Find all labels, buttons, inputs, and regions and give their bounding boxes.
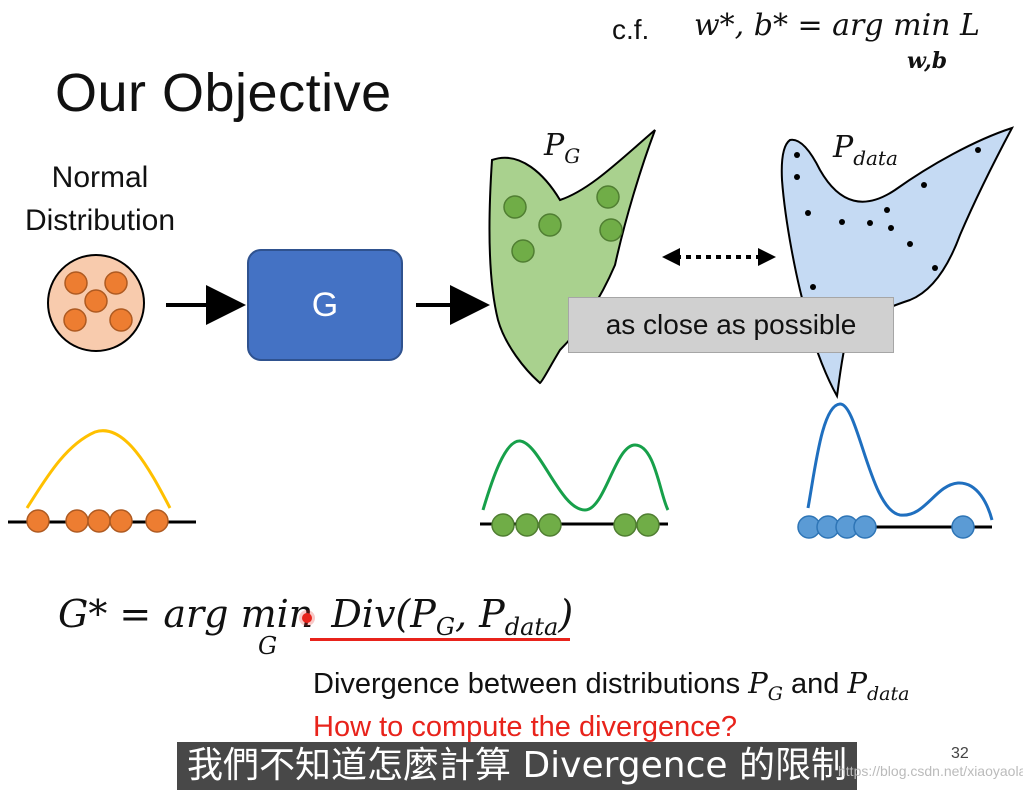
page-number: 32 <box>951 745 969 762</box>
pg-label: PG <box>544 128 580 168</box>
objective-sub2: data <box>504 613 559 641</box>
divergence-description: Divergence between distributions PG and … <box>313 666 909 705</box>
div-pg-sub: G <box>767 683 783 705</box>
divergence-text: Divergence between distributions <box>313 668 749 700</box>
objective-right: Div(P <box>331 592 436 636</box>
objective-mid: , P <box>455 592 505 636</box>
objective-subscript: G <box>258 632 278 660</box>
divergence-question: How to compute the divergence? <box>313 711 737 743</box>
pdata-density-plot <box>797 402 994 539</box>
normal-distribution-label: Normal Distribution <box>10 156 190 242</box>
cf-label: c.f. <box>612 14 650 45</box>
watermark: https://blog.csdn.net/xiaoyaolangwj <box>838 763 1023 779</box>
div-pg-symbol: P <box>748 666 768 700</box>
objective-left: G* = arg min <box>58 592 314 636</box>
normal-label-line1: Normal <box>51 161 149 194</box>
pdata-symbol: P <box>833 130 854 165</box>
slide-title: Our Objective <box>55 63 392 123</box>
div-pdata-symbol: P <box>847 666 867 700</box>
objective-sub1: G <box>435 613 455 641</box>
pdata-subscript: data <box>853 146 898 170</box>
objective-underline <box>310 638 570 641</box>
normal-distribution-circle <box>47 254 145 352</box>
pg-subscript: G <box>564 144 581 168</box>
objective-formula: G* = arg min G Div(PG, Pdata) <box>58 592 574 660</box>
cf-formula: w*, b* = arg min L w,b <box>694 8 980 74</box>
laser-pointer-dot <box>302 613 312 623</box>
div-pdata-sub: data <box>866 683 910 705</box>
video-subtitle: 我們不知道怎麼計算 Divergence 的限制 <box>177 742 857 790</box>
close-label: as close as possible <box>605 309 857 340</box>
normal-label-line2: Distribution <box>24 204 176 237</box>
normal-density-plot <box>8 429 196 533</box>
pg-density-plot <box>480 439 670 537</box>
cf-formula-subscript: w,b <box>907 48 948 74</box>
double-arrow-icon <box>662 248 776 266</box>
divergence-and: and <box>782 668 848 700</box>
pg-symbol: P <box>544 128 565 163</box>
cf-formula-text: w*, b* = arg min L <box>694 8 980 43</box>
objective-end: ) <box>558 592 574 636</box>
pdata-label: Pdata <box>833 130 898 170</box>
as-close-as-possible-box: as close as possible <box>568 297 894 353</box>
generator-label: G <box>311 285 339 324</box>
generator-box: G <box>247 249 403 361</box>
